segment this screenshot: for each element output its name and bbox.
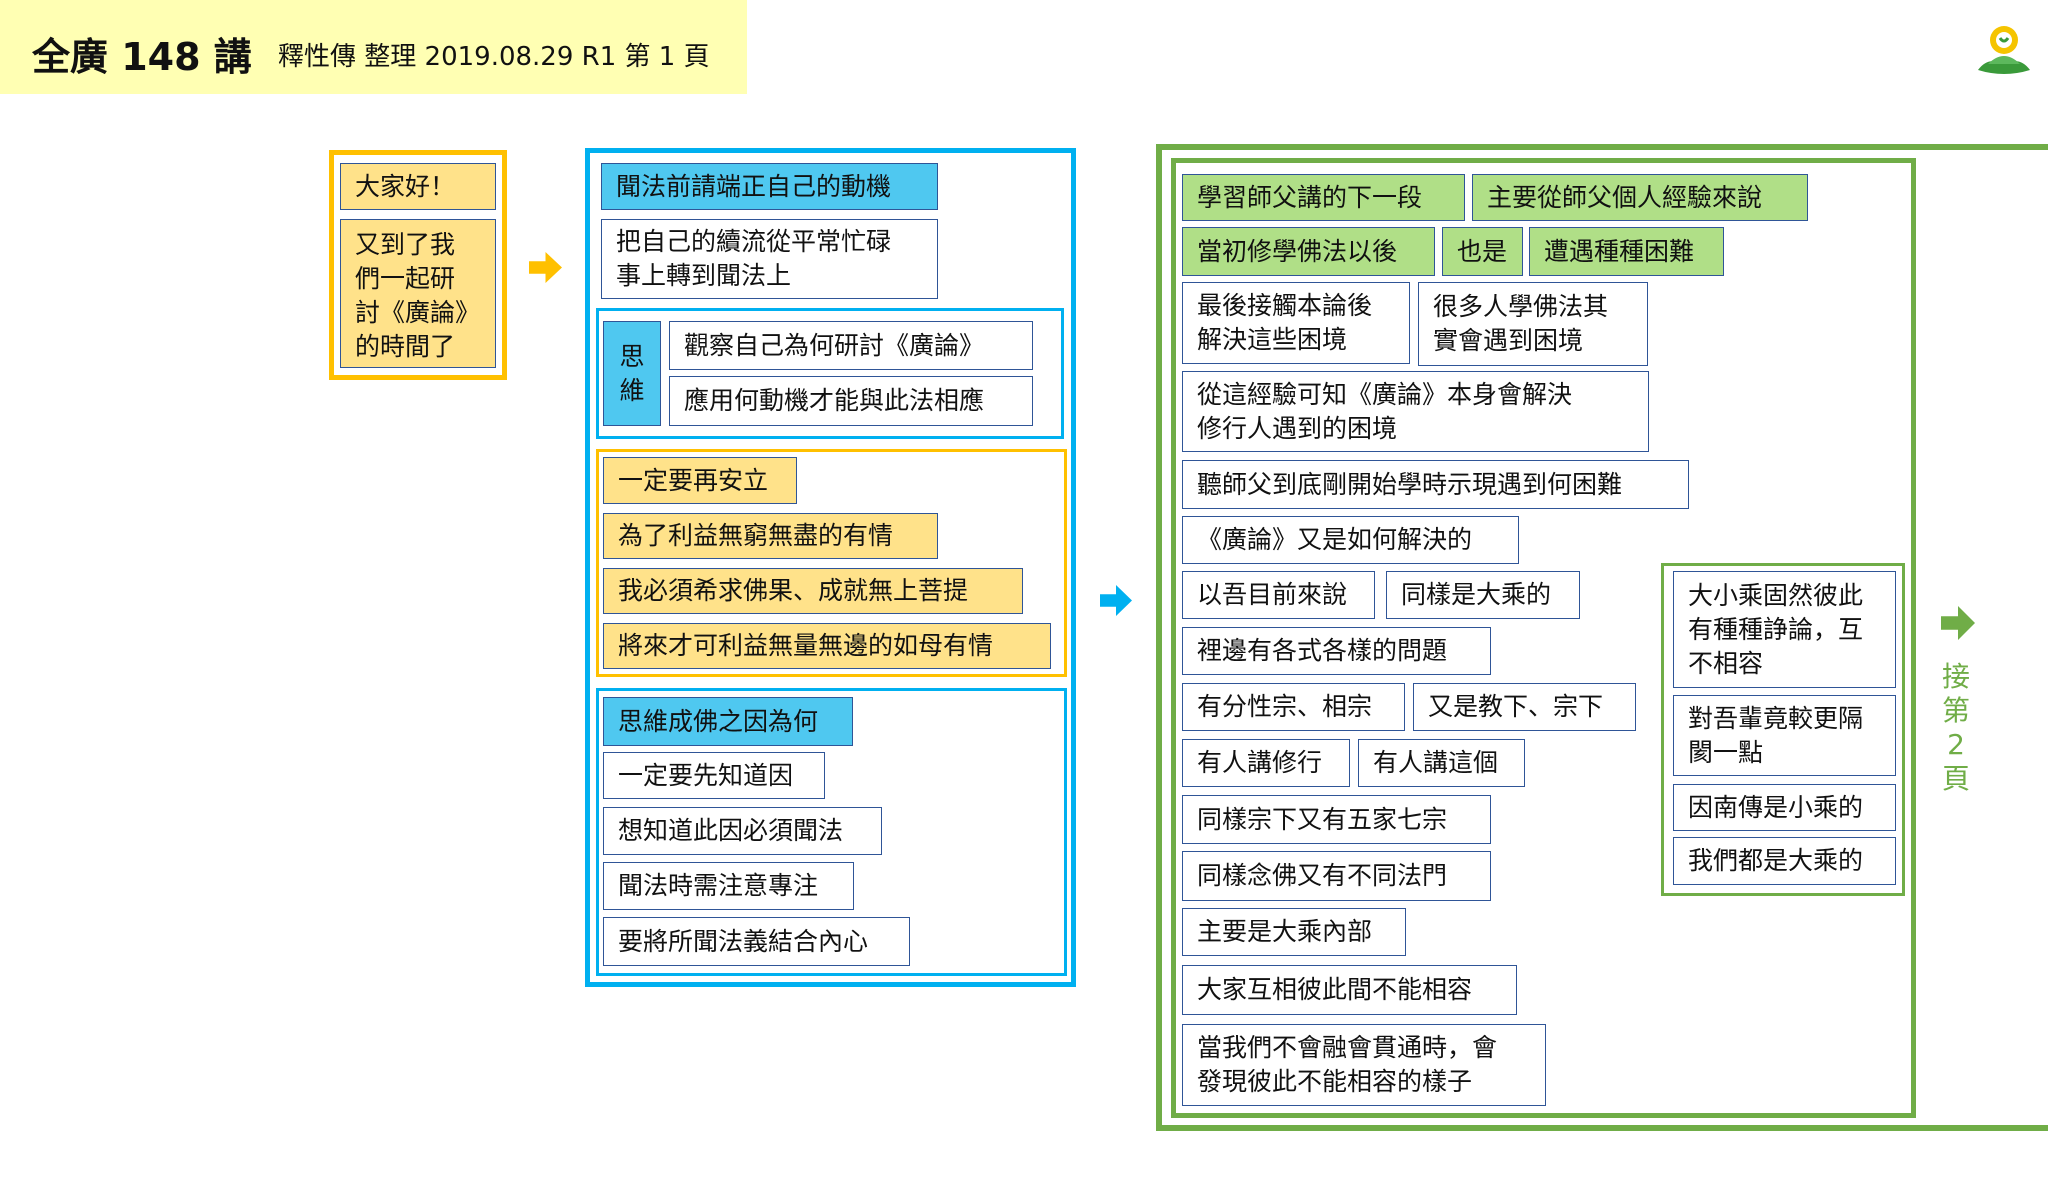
think-group — [596, 308, 1064, 439]
greeting-box: 大家好！ — [340, 163, 496, 210]
list-item: 大家互相彼此間不能相容 — [1182, 965, 1517, 1015]
greeting-group — [329, 150, 507, 380]
list-item: 同樣宗下又有五家七宗 — [1182, 795, 1491, 844]
establish-item: 一定要再安立 — [603, 457, 797, 504]
cause-group — [596, 688, 1067, 976]
motive-box: 聞法前請端正自己的動機 — [601, 163, 938, 210]
side-item: 因南傳是小乘的 — [1673, 784, 1896, 831]
cause-item: 思維成佛之因為何 — [603, 697, 853, 746]
list-item: 聽師父到底剛開始學時示現遇到何困難 — [1182, 460, 1689, 509]
establish-item: 為了利益無窮無盡的有情 — [603, 513, 938, 559]
establish-group — [596, 449, 1067, 677]
list-item: 同樣是大乘的 — [1386, 571, 1580, 619]
list-item: 同樣念佛又有不同法門 — [1182, 851, 1491, 901]
cause-item: 一定要先知道因 — [603, 752, 825, 799]
list-item: 裡邊有各式各樣的問題 — [1182, 627, 1491, 675]
lotus-logo-icon — [1972, 20, 2036, 80]
shift-box: 把自己的續流從平常忙碌 事上轉到聞法上 — [601, 219, 938, 299]
cause-item: 要將所聞法義結合內心 — [603, 917, 910, 966]
list-item: 以吾目前來說 — [1182, 571, 1375, 619]
green-item: 也是 — [1442, 227, 1523, 276]
establish-item: 我必須希求佛果、成就無上菩提 — [603, 568, 1023, 614]
think-item: 觀察自己為何研討《廣論》 — [669, 321, 1033, 370]
header-banner — [0, 0, 747, 94]
green-item: 學習師父講的下一段 — [1182, 174, 1465, 221]
next-page-label: 接 第 2 頁 — [1941, 660, 1970, 795]
list-item: 從這經驗可知《廣論》本身會解決 修行人遇到的困境 — [1182, 371, 1649, 452]
establish-item: 將來才可利益無量無邊的如母有情 — [603, 623, 1051, 669]
arrow-right-icon — [1100, 585, 1132, 616]
side-item: 大小乘固然彼此 有種種諍論，互 不相容 — [1673, 571, 1896, 688]
list-item: 很多人學佛法其 實會遇到困境 — [1418, 282, 1648, 366]
side-group — [1661, 563, 1905, 896]
motivation-group — [585, 148, 1076, 987]
green-item: 遭遇種種困難 — [1529, 227, 1724, 276]
list-item: 又是教下、宗下 — [1413, 683, 1636, 731]
list-item: 主要是大乘內部 — [1182, 908, 1406, 956]
page-title: 全廣 148 講 — [32, 35, 252, 79]
list-item: 《廣論》又是如何解決的 — [1182, 516, 1519, 564]
side-item: 對吾輩竟較更隔 閡一點 — [1673, 695, 1896, 776]
green-item: 當初修學佛法以後 — [1182, 227, 1435, 276]
arrow-right-icon — [529, 252, 562, 283]
list-item: 最後接觸本論後 解決這些困境 — [1182, 282, 1410, 364]
intro-box: 又到了我 們一起研 討《廣論》 的時間了 — [340, 219, 496, 368]
cause-item: 聞法時需注意專注 — [603, 862, 854, 910]
experience-group — [1171, 158, 1916, 1118]
side-item: 我們都是大乘的 — [1673, 837, 1896, 885]
list-item: 當我們不會融會貫通時，會 發現彼此不能相容的樣子 — [1182, 1024, 1546, 1106]
think-label: 思 維 — [603, 321, 661, 426]
experience-outer-group — [1156, 144, 2048, 1131]
list-item: 有人講修行 — [1182, 739, 1350, 787]
list-item: 有分性宗、相宗 — [1182, 683, 1405, 731]
list-item: 有人講這個 — [1358, 739, 1525, 787]
page-subtitle: 釋性傳 整理 2019.08.29 R1 第 1 頁 — [278, 42, 710, 72]
green-item: 主要從師父個人經驗來說 — [1472, 174, 1808, 221]
cause-item: 想知道此因必須聞法 — [603, 807, 882, 855]
think-item: 應用何動機才能與此法相應 — [669, 376, 1033, 426]
